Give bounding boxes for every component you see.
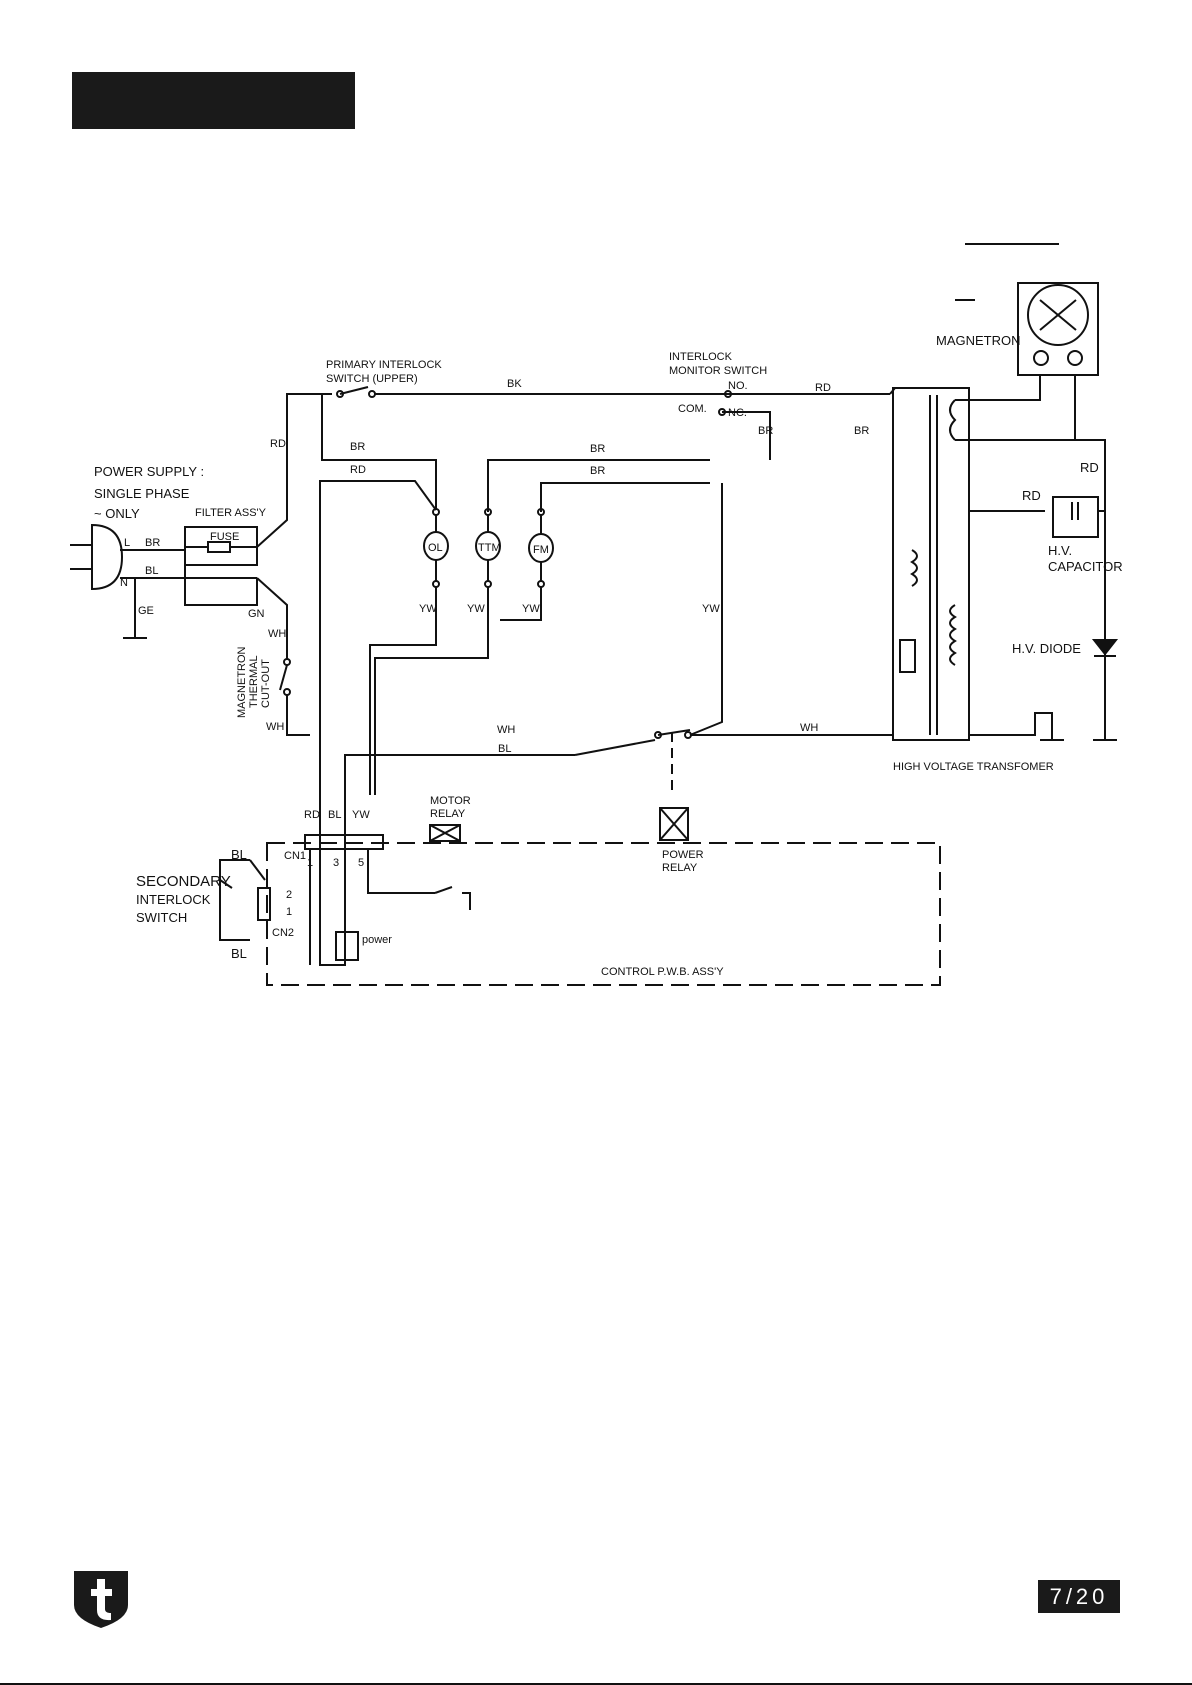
cn1-pin5-label: 5 (358, 857, 364, 869)
power-relay-sub-label: RELAY (662, 862, 698, 874)
wire-bl-secondary-top: BL (231, 847, 247, 862)
wire-br-label-3: BR (590, 465, 605, 477)
wire-yw-label-1: YW (419, 603, 437, 615)
title-underline (965, 243, 1059, 245)
wire-rd-mag-label: RD (1080, 460, 1099, 475)
header-bar (72, 72, 355, 129)
wire-wh-label-4: WH (800, 722, 818, 734)
cn2-pin1-label: 1 (286, 906, 292, 918)
nc-label: NC. (728, 407, 747, 419)
wire-yw-pwb-label: YW (352, 809, 370, 821)
wire-br-plug-label: BR (145, 537, 160, 549)
secondary-interlock-sub2-label: SWITCH (136, 910, 187, 925)
thermal-cutout-label: MAGNETRON (236, 646, 248, 718)
wire-br-label-5: BR (854, 425, 869, 437)
ge-label: GE (138, 605, 154, 617)
bottom-rule (0, 1683, 1192, 1685)
cn1-pin1-label: 1 (307, 857, 313, 869)
motor-relay-sub-label: RELAY (430, 808, 466, 820)
hv-diode-label: H.V. DIODE (1012, 641, 1081, 656)
wire-wh-label-3: WH (497, 724, 515, 736)
ol-label: OL (428, 542, 443, 554)
wire-br-label-1: BR (350, 441, 365, 453)
ttm-label: TTM (478, 542, 501, 554)
plug-n-label: N (120, 577, 128, 589)
cn1-pin3-label: 3 (333, 857, 339, 869)
hv-capacitor-label: H.V. (1048, 543, 1072, 558)
page-number: 7/20 (1038, 1580, 1120, 1613)
cn1-label: CN1 (284, 850, 306, 862)
wire-br-label-2: BR (590, 443, 605, 455)
com-label: COM. (678, 403, 707, 415)
plug-l-label: L (124, 537, 130, 549)
no-label: NO. (728, 380, 748, 392)
secondary-interlock-sub-label: INTERLOCK (136, 892, 211, 907)
interlock-monitor-label: INTERLOCK (669, 351, 733, 363)
single-phase-label: SINGLE PHASE (94, 486, 190, 501)
secondary-interlock-label: SECONDARY (136, 873, 231, 890)
hv-capacitor-sub-label: CAPACITOR (1048, 559, 1123, 574)
wire-bl-label: BL (498, 743, 511, 755)
cn2-label: CN2 (272, 927, 294, 939)
hv-transformer-label: HIGH VOLTAGE TRANSFOMER (893, 761, 1054, 773)
wire-yw-label-4: YW (702, 603, 720, 615)
wire-bl-plug-label: BL (145, 565, 158, 577)
primary-interlock-sub-label: SWITCH (UPPER) (326, 373, 418, 385)
cn2-pin2-label: 2 (286, 889, 292, 901)
power-relay-label: POWER (662, 849, 704, 861)
wire-wh-label-1: WH (268, 628, 286, 640)
wire-rd-top-label: RD (815, 382, 831, 394)
wire-yw-label-3: YW (522, 603, 540, 615)
wire-rd-label-2: RD (350, 464, 366, 476)
power-label: power (362, 934, 392, 946)
wire-wh-label-2: WH (266, 721, 284, 733)
wire-rd-pwb-label: RD (304, 809, 320, 821)
magnetron-label: MAGNETRON (936, 333, 1021, 348)
wire-rd-cap-label: RD (1022, 488, 1041, 503)
wire-rd-left-label: RD (270, 438, 286, 450)
wire-bl-pwb-label: BL (328, 809, 341, 821)
wire-bk-label: BK (507, 378, 522, 390)
fuse-label: FUSE (210, 531, 239, 543)
wire-bl-secondary-bottom: BL (231, 946, 247, 961)
power-supply-label: POWER SUPPLY : (94, 464, 204, 479)
fm-label: FM (533, 544, 549, 556)
filter-assy-label: FILTER ASS'Y (195, 507, 267, 519)
only-label: ~ ONLY (94, 506, 140, 521)
primary-interlock-label: PRIMARY INTERLOCK (326, 359, 442, 371)
motor-relay-label: MOTOR (430, 795, 471, 807)
thermal-cutout-sub-label: THERMAL (248, 655, 260, 708)
brand-logo (74, 1571, 128, 1628)
interlock-monitor-sub-label: MONITOR SWITCH (669, 365, 767, 377)
control-pwb-label: CONTROL P.W.B. ASS'Y (601, 966, 724, 978)
wire-br-label-4: BR (758, 425, 773, 437)
gn-label: GN (248, 608, 265, 620)
thermal-cutout-sub2-label: CUT-OUT (260, 659, 272, 708)
wire-yw-label-2: YW (467, 603, 485, 615)
